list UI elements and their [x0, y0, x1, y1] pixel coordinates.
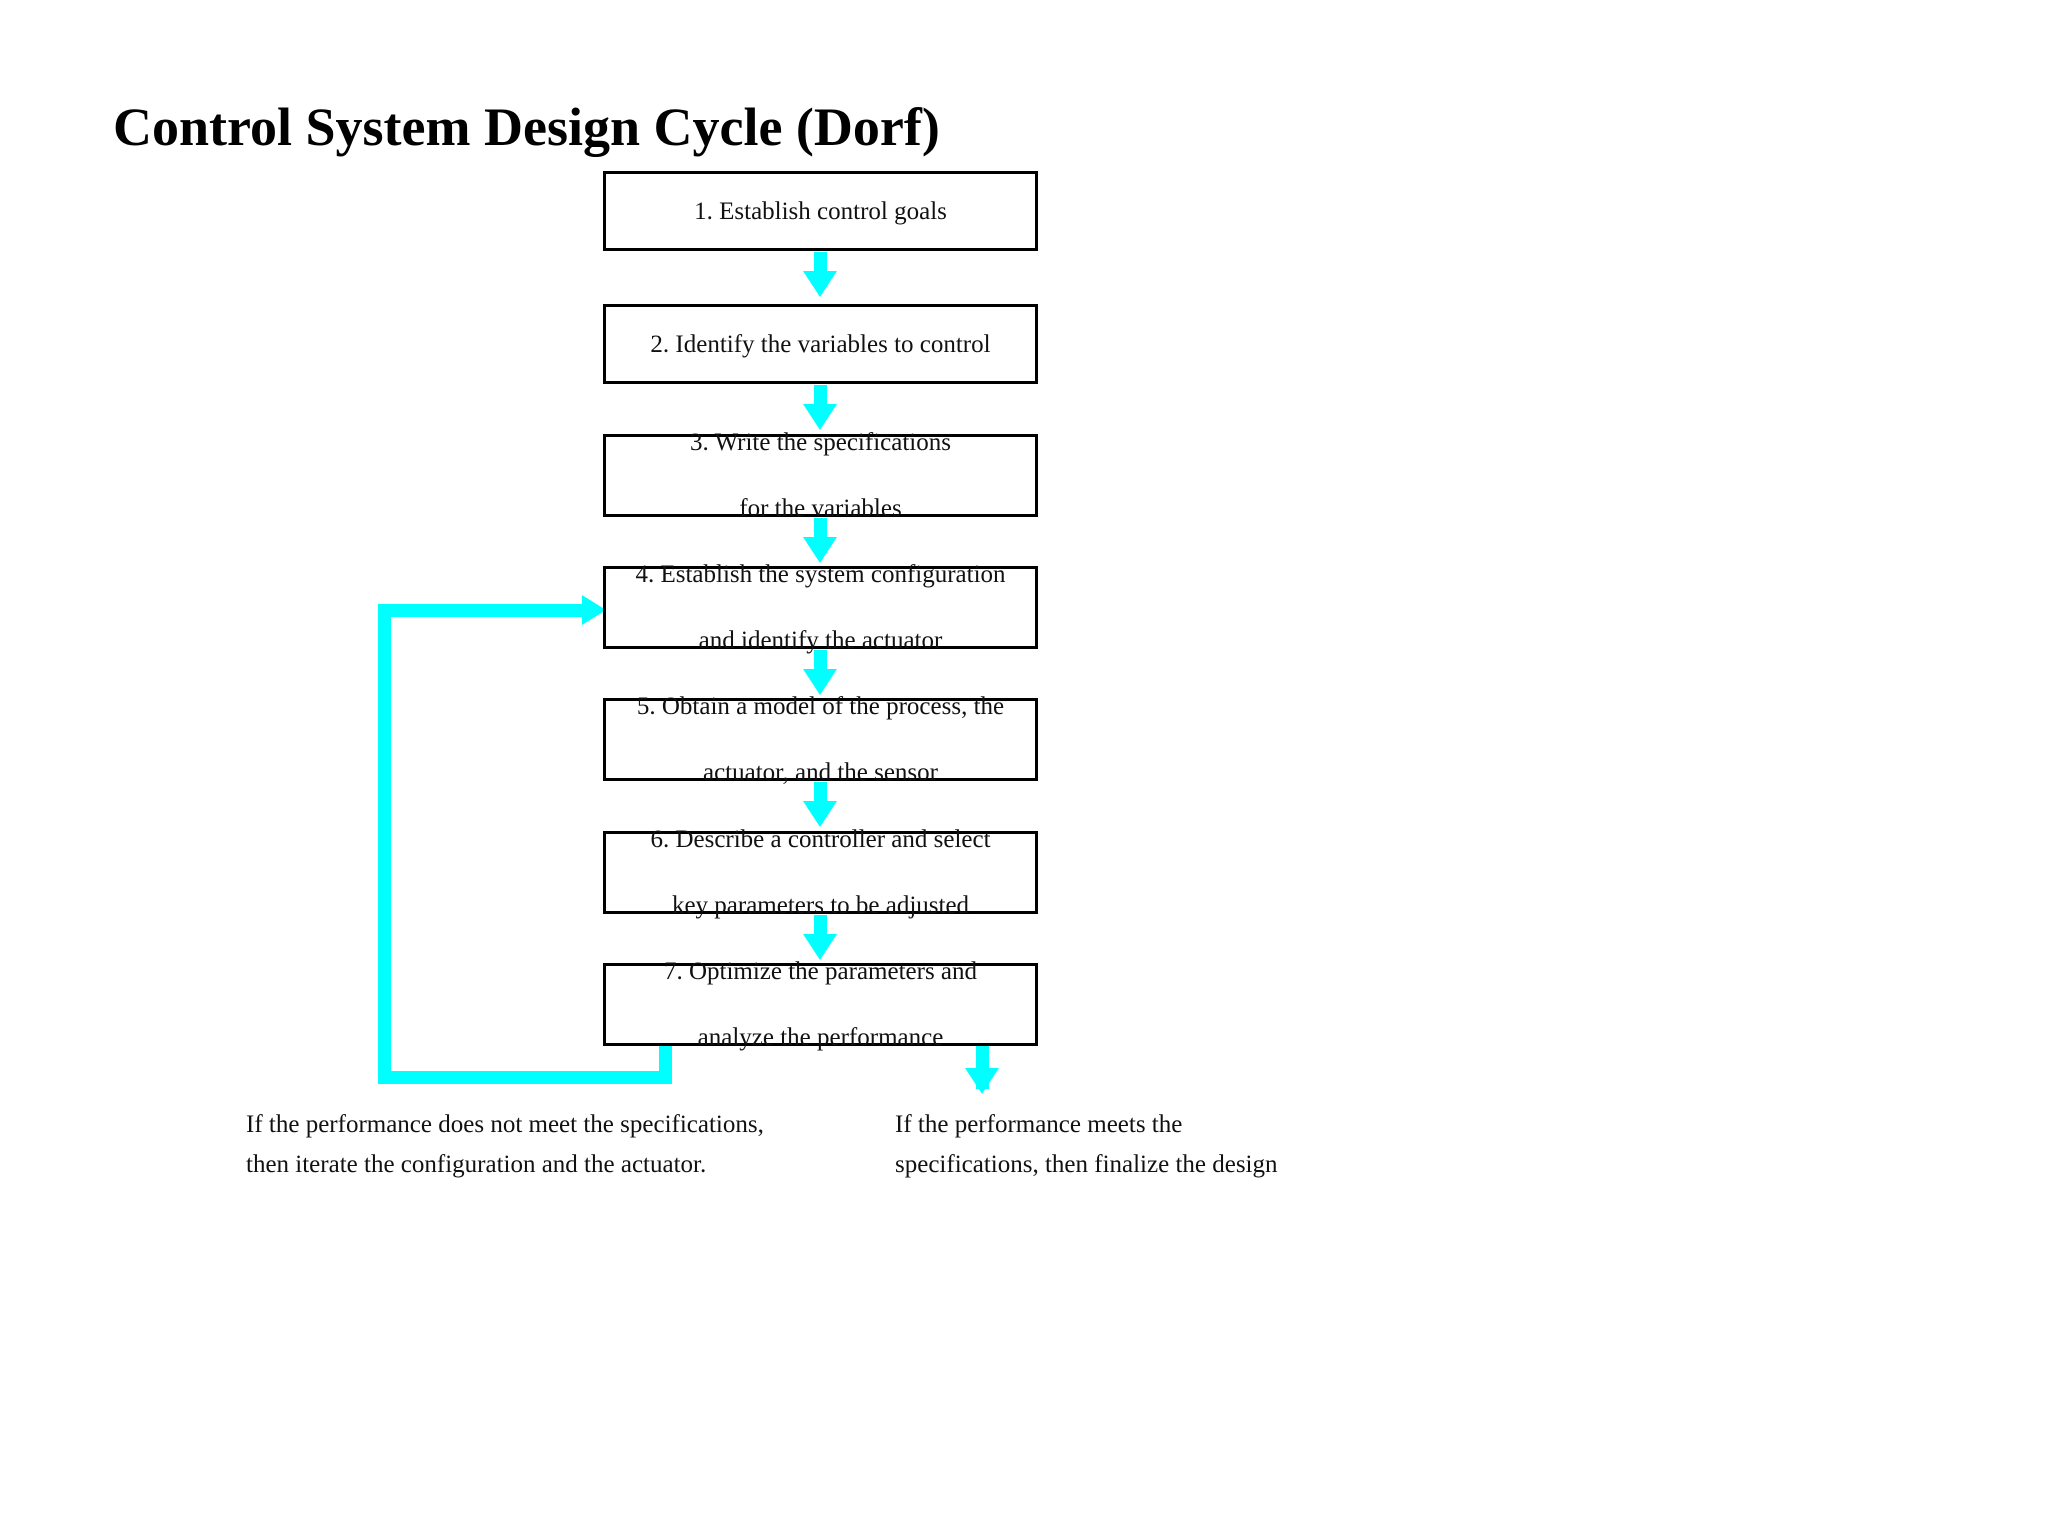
step-box-4-label: 4. Establish the system configuration an…: [619, 558, 1021, 657]
arrow-6-to-7-head-icon: [803, 934, 837, 960]
step-box-4-line1: 4. Establish the system configuration: [635, 561, 1006, 588]
arrow-5-to-6-head-icon: [803, 801, 837, 827]
step-box-7-label: 7. Optimize the parameters and analyze t…: [648, 955, 993, 1054]
caption-iterate: If the performance does not meet the spe…: [246, 1111, 764, 1178]
page-title: Control System Design Cycle (Dorf): [113, 97, 940, 157]
step-box-5-label: 5. Obtain a model of the process, the ac…: [621, 690, 1020, 789]
step-box-4[interactable]: 4. Establish the system configuration an…: [603, 561, 1038, 654]
step-box-3-line1: 3. Write the specifications: [690, 429, 951, 456]
arrow-3-to-4-head-icon: [803, 537, 837, 563]
caption-finalize: If the performance meets the specificati…: [895, 1111, 1278, 1178]
step-box-5-line2: actuator, and the sensor: [702, 759, 938, 786]
step-box-7[interactable]: 7. Optimize the parameters and analyze t…: [603, 958, 1038, 1051]
step-box-3[interactable]: 3. Write the specifications for the vari…: [603, 429, 1038, 522]
step-box-6[interactable]: 6. Describe a controller and select key …: [603, 826, 1038, 919]
arrow-4-to-5-head-icon: [803, 669, 837, 695]
exit-arrow-head-icon: [965, 1068, 999, 1094]
step-box-6-label: 6. Describe a controller and select key …: [634, 823, 1006, 922]
step-box-3-line2: for the variables: [739, 495, 902, 522]
feedback-loop-up-segment: [378, 604, 391, 1084]
step-box-6-line1: 6. Describe a controller and select: [650, 826, 991, 853]
step-box-7-line2: analyze the performance: [697, 1024, 944, 1051]
feedback-loop-arrowhead-icon: [582, 595, 606, 625]
arrow-1-to-2-head-icon: [803, 271, 837, 297]
step-box-7-line1: 7. Optimize the parameters and: [663, 958, 978, 985]
feedback-loop-into-box4-segment: [378, 604, 588, 617]
step-box-3-label: 3. Write the specifications for the vari…: [674, 426, 967, 525]
step-box-1-label: 1. Establish control goals: [694, 197, 947, 225]
arrow-2-to-3-head-icon: [803, 404, 837, 430]
step-box-2[interactable]: 2. Identify the variables to control: [603, 304, 1038, 384]
step-box-2-label: 2. Identify the variables to control: [650, 330, 991, 358]
feedback-loop-bottom-segment: [378, 1071, 672, 1084]
step-box-6-line2: key parameters to be adjusted: [671, 892, 970, 919]
step-box-5-line1: 5. Obtain a model of the process, the: [636, 693, 1005, 720]
step-box-1[interactable]: 1. Establish control goals: [603, 171, 1038, 251]
step-box-5[interactable]: 5. Obtain a model of the process, the ac…: [603, 693, 1038, 786]
step-box-4-line2: and identify the actuator: [698, 627, 943, 654]
